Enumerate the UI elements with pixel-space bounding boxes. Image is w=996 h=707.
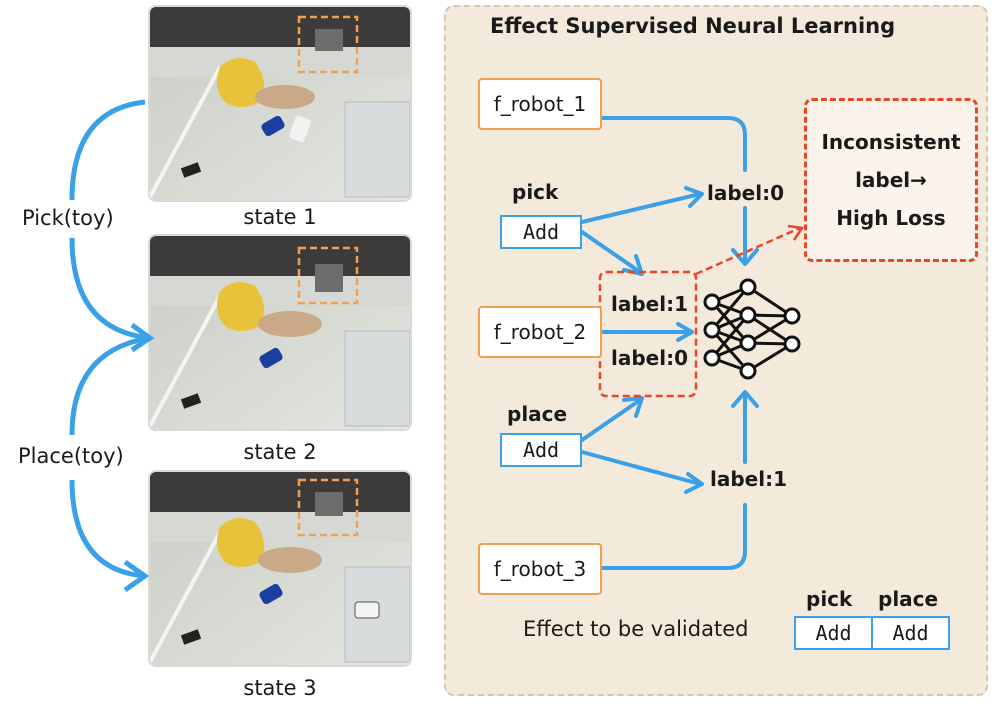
state-1-image [148, 5, 412, 202]
arrow-state2-out [69, 335, 151, 436]
robot-feature-1: f_robot_1 [478, 78, 602, 130]
state-2-caption: state 2 [243, 440, 317, 464]
place-action-label: Place(toy) [18, 444, 124, 468]
label-top: label:0 [707, 181, 785, 205]
pick-action-label: Pick(toy) [22, 206, 114, 230]
label-inner-1: label:1 [611, 292, 689, 316]
label-inner-0: label:0 [611, 346, 689, 370]
place-add-box: Add [500, 433, 582, 467]
place-label: place [507, 402, 568, 426]
transition-arrows [69, 99, 155, 593]
high-loss-line-3: High Loss [836, 206, 946, 230]
legend-caption: Effect to be validated [523, 617, 749, 641]
state-3-caption: state 3 [243, 676, 317, 700]
label-bottom: label:1 [710, 467, 788, 491]
state-3-image [148, 470, 412, 667]
state-1-caption: state 1 [243, 205, 317, 229]
panel-title: Effect Supervised Neural Learning [490, 14, 896, 38]
robot-feature-3: f_robot_3 [478, 543, 602, 595]
high-loss-line-2: label→ [855, 168, 927, 192]
legend-place-label: place [878, 587, 939, 611]
arrow-state1-out [69, 99, 146, 201]
legend-pick-add-box: Add [794, 616, 873, 650]
pick-label: pick [512, 180, 559, 204]
legend-place-add-box: Add [871, 616, 950, 650]
pick-add-box: Add [500, 215, 582, 249]
arrow-to-state2 [69, 237, 151, 341]
high-loss-box: Inconsistent label→ High Loss [804, 98, 978, 262]
neural-network-icon [703, 278, 801, 380]
arrow-to-state3 [69, 479, 146, 579]
legend-pick-label: pick [806, 587, 853, 611]
robot-feature-2: f_robot_2 [478, 306, 602, 358]
high-loss-line-1: Inconsistent [821, 130, 961, 154]
state-2-image [148, 234, 412, 431]
